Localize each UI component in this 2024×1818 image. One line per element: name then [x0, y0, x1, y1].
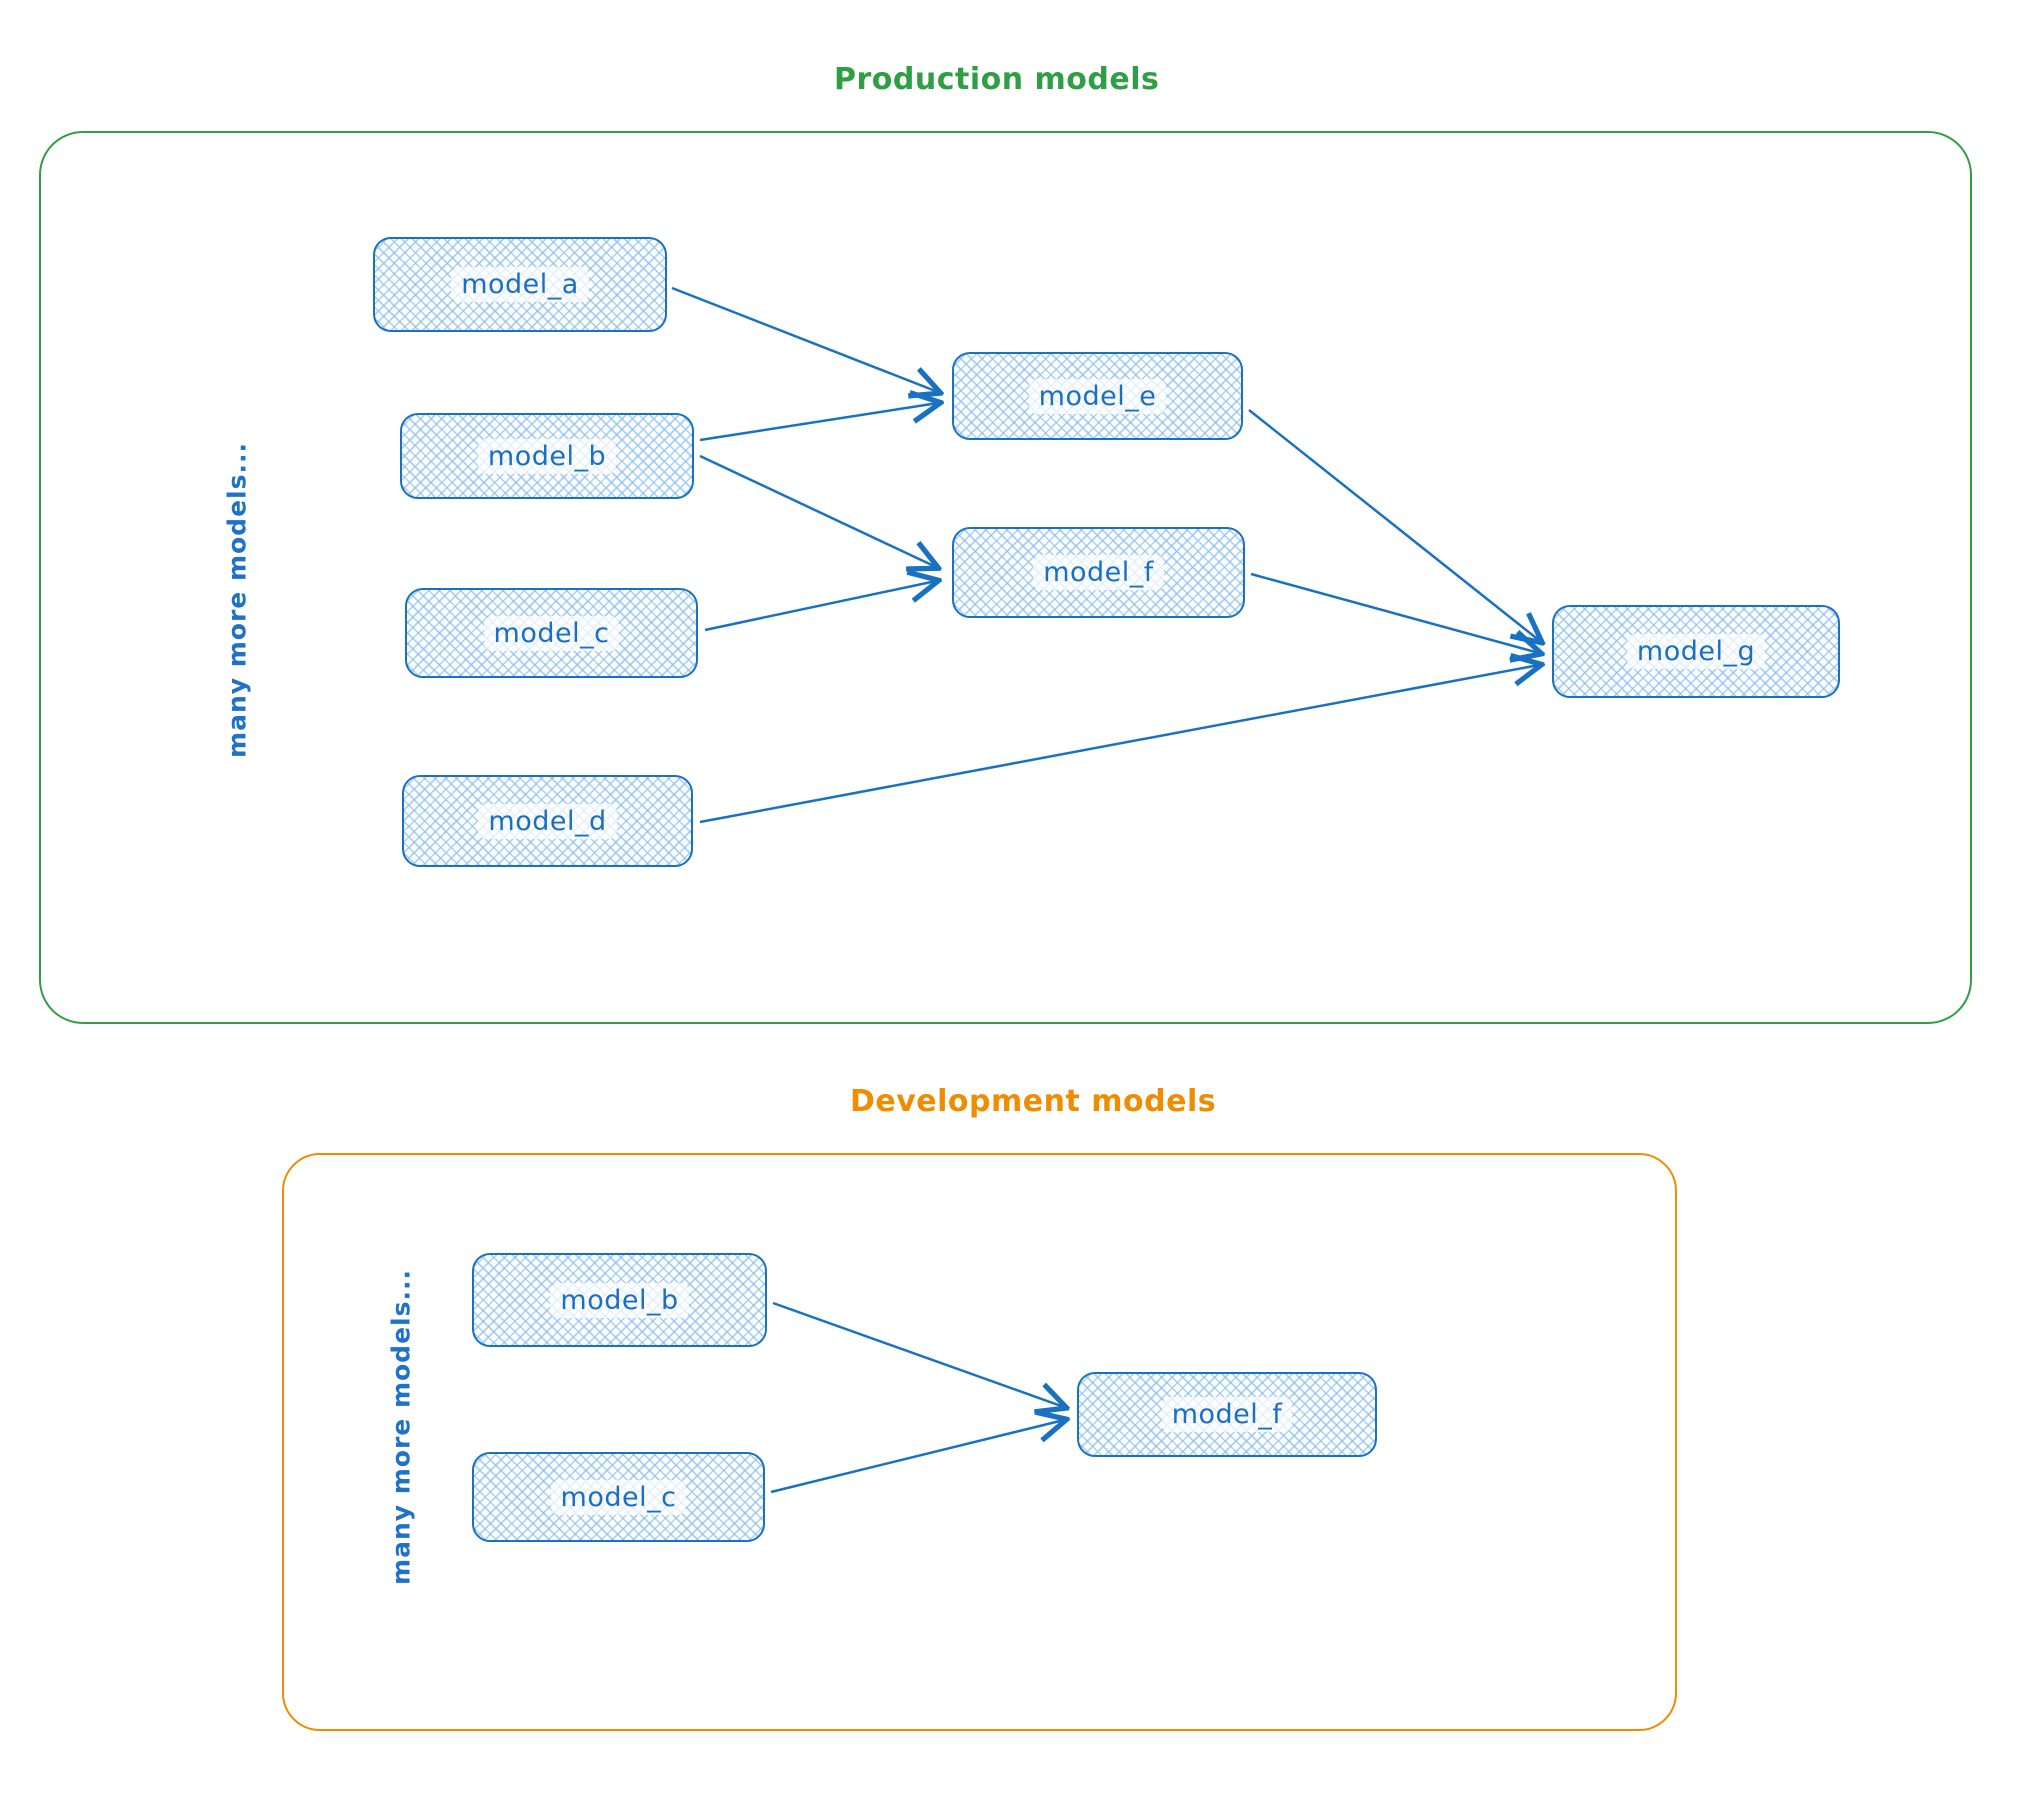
node-production-model-g: model_g [1552, 605, 1840, 698]
node-development-model-c: model_c [472, 1452, 765, 1542]
node-label: model_d [478, 803, 617, 839]
node-production-model-c: model_c [405, 588, 698, 678]
node-development-model-f: model_f [1077, 1372, 1377, 1457]
node-label: model_g [1626, 634, 1766, 669]
node-production-model-f: model_f [952, 527, 1245, 618]
node-development-model-b: model_b [472, 1253, 767, 1347]
node-production-model-e: model_e [952, 352, 1243, 440]
node-label: model_f [1161, 1397, 1293, 1432]
node-production-model-b: model_b [400, 413, 694, 499]
node-production-model-a: model_a [373, 237, 667, 332]
node-label: model_a [451, 267, 589, 302]
development-section-title: Development models [850, 1084, 1217, 1119]
node-label: model_c [483, 615, 620, 651]
node-label: model_e [1028, 378, 1167, 414]
node-label: model_f [1033, 555, 1164, 590]
node-label: model_b [477, 438, 617, 474]
node-label: model_b [550, 1282, 689, 1318]
node-label: model_c [550, 1479, 687, 1515]
node-production-model-d: model_d [402, 775, 693, 867]
development-side-label: many more models... [386, 1269, 416, 1585]
production-section-title: Production models [834, 62, 1160, 97]
development-section-frame [282, 1153, 1677, 1731]
production-section-frame [39, 131, 1972, 1024]
production-side-label: many more models... [222, 442, 252, 758]
